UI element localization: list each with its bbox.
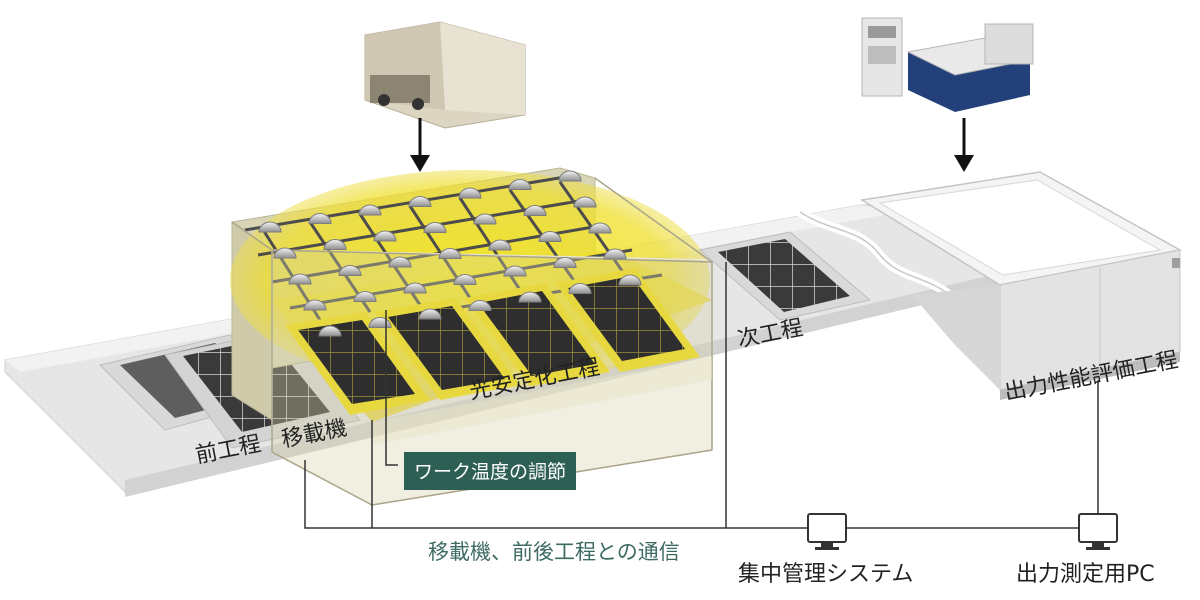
lamp-dome — [523, 205, 547, 216]
lamp-dome — [308, 213, 332, 224]
lamp-dome — [388, 256, 412, 268]
lamp-dome — [453, 274, 477, 285]
lamp-dome — [458, 187, 482, 199]
arrow-left — [410, 118, 430, 172]
lamp-dome — [618, 274, 642, 286]
lamp-dome — [273, 247, 297, 259]
monitor-icon — [1078, 513, 1118, 550]
label-central-management: 集中管理システム — [738, 562, 914, 587]
light-source-unit-image — [364, 21, 526, 129]
lamp-dome — [318, 325, 342, 337]
lamp-dome — [288, 273, 312, 285]
lamp-dome — [473, 213, 497, 225]
output-tester-image — [861, 17, 1034, 112]
lamp-dome — [603, 248, 627, 260]
lamp-dome — [568, 283, 592, 294]
label-workpiece-temperature: ワーク温度の調節 — [404, 452, 577, 490]
lamp-dome — [403, 282, 427, 294]
label-communication: 移載機、前後工程との通信 — [428, 540, 680, 564]
lamp-dome — [518, 291, 542, 303]
arrow-right — [954, 118, 974, 172]
lamp-dome — [553, 257, 577, 268]
solar-panel-next — [698, 231, 872, 321]
lamp-dome — [438, 248, 462, 259]
lamp-dome — [508, 179, 532, 190]
lamp-dome — [573, 196, 597, 208]
lamp-dome — [323, 239, 347, 250]
lamp-dome — [353, 291, 377, 302]
lamps — [258, 170, 642, 337]
lamp-dome — [408, 196, 432, 207]
lamp-dome — [538, 231, 562, 242]
output-evaluation-machine — [859, 171, 1183, 400]
lamp-dome — [468, 300, 492, 311]
lamp-dome — [423, 222, 447, 233]
lamp-dome — [503, 265, 527, 277]
lamp-dome — [558, 170, 582, 182]
monitor-icon — [807, 513, 847, 550]
lamp-dome — [588, 222, 612, 234]
lamp-dome — [303, 299, 327, 311]
trays — [285, 268, 700, 415]
lamp-dome — [258, 221, 282, 233]
lamp-dome — [358, 204, 382, 216]
lamp-dome — [418, 308, 442, 320]
lamp-dome — [338, 265, 362, 276]
lamp-dome — [373, 230, 397, 242]
lamp-dome — [488, 239, 512, 251]
label-output-pc: 出力測定用PC — [1016, 562, 1155, 587]
